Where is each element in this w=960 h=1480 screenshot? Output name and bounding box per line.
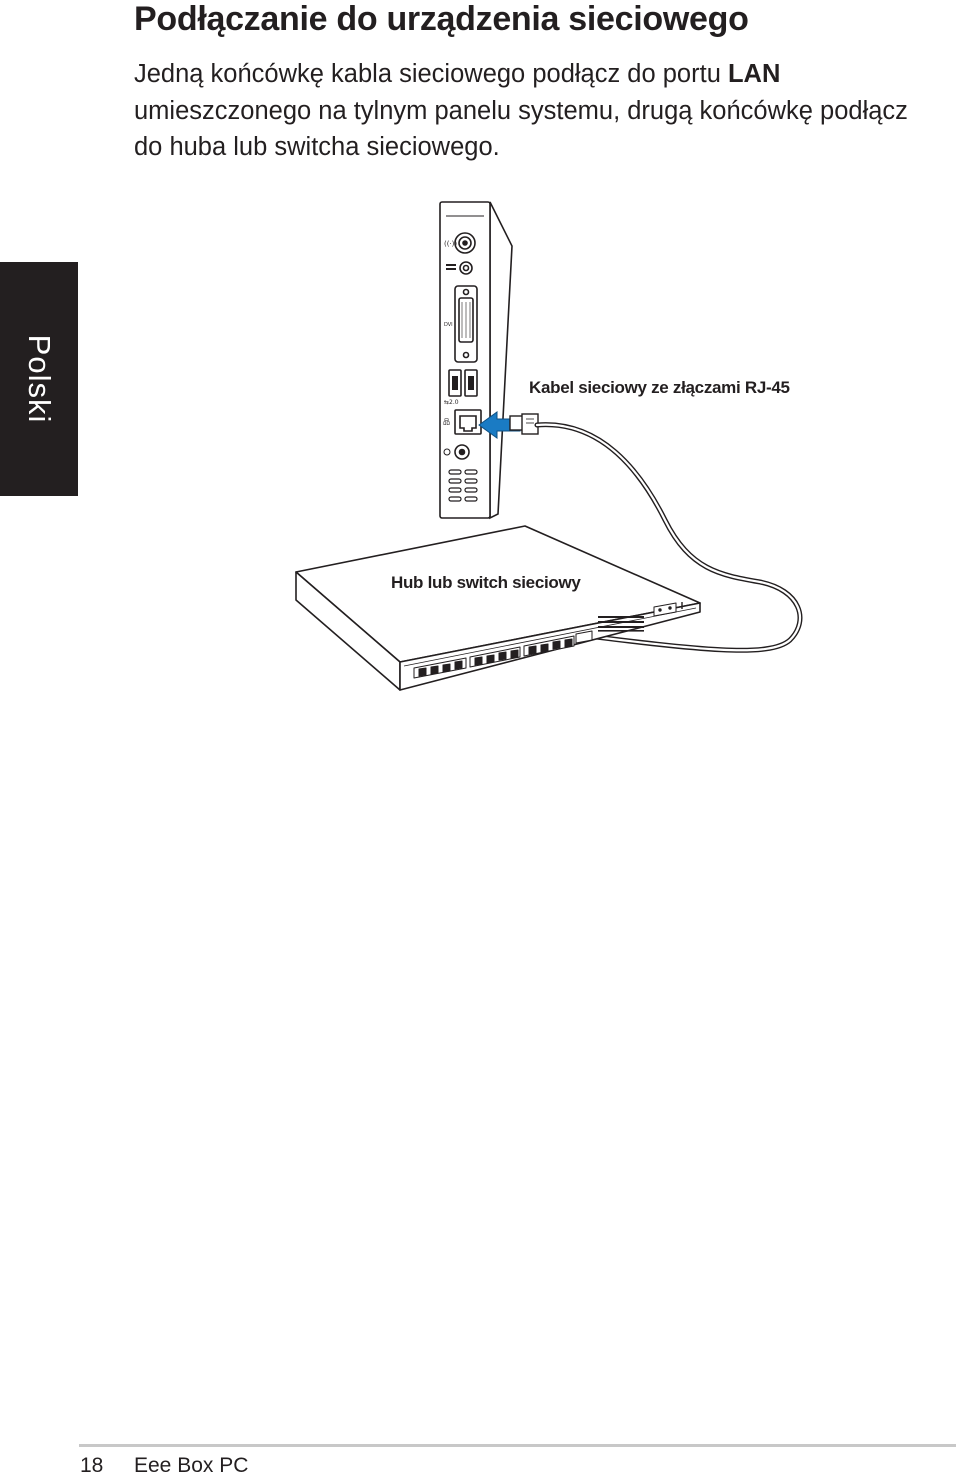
dvi-port-icon: DVI (444, 285, 478, 363)
page-title: Podłączanie do urządzenia sieciowego (134, 0, 749, 38)
lan-port-icon: 品 (443, 409, 482, 435)
console-port-icon (653, 602, 683, 617)
hub-status-leds (598, 616, 644, 632)
wifi-antenna-port-icon: ((·)) (444, 232, 476, 254)
hub-caption: Hub lub switch sieciowy (391, 573, 581, 592)
instruction-paragraph: Jedną końcówkę kabla sieciowego podłącz … (134, 56, 914, 166)
footer-divider (79, 1444, 956, 1447)
svg-text:⇆2.0: ⇆2.0 (444, 399, 459, 406)
power-jack-icon (443, 444, 470, 460)
product-name: Eee Box PC (134, 1454, 249, 1477)
network-connection-illustration: ((·)) DVI (0, 0, 960, 720)
network-hub-switch (295, 525, 701, 691)
svg-text:DVI: DVI (444, 322, 453, 328)
eeebox-rear-panel: ((·)) DVI (439, 201, 513, 520)
hub-ports-group-1 (413, 630, 593, 679)
cable-caption: Kabel sieciowy ze złączami RJ-45 (529, 378, 790, 397)
svg-text:品: 品 (443, 418, 450, 426)
network-cable (534, 422, 803, 653)
lan-keyword: LAN (727, 60, 781, 88)
page-number: 18 (80, 1454, 104, 1477)
language-side-tab: Polski (0, 262, 78, 496)
instruction-text-start: Jedną końcówkę kabla sieciowego podłącz … (134, 60, 728, 88)
audio-port-icon (446, 261, 473, 275)
usb-ports-icon: ⇆2.0 (444, 369, 478, 406)
rj45-plug-icon (509, 413, 539, 435)
instruction-text-end: umieszczonego na tylnym panelu systemu, … (134, 96, 908, 162)
svg-text:((·)): ((·)) (444, 240, 457, 248)
vent-slots (448, 469, 478, 502)
